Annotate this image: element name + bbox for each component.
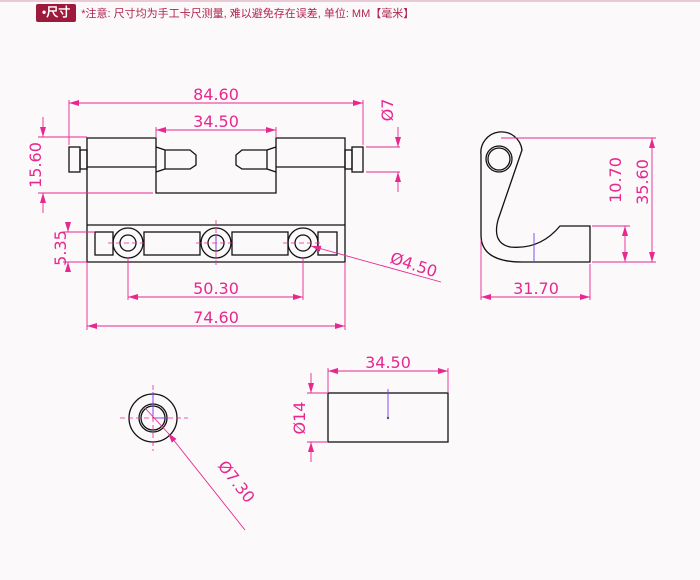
dim-label: Ø4.50 [388, 248, 440, 281]
dim-foot-height: 10.70 [592, 157, 630, 262]
side-view: 10.70 35.60 31.70 [480, 131, 656, 300]
dim-label: 10.70 [606, 157, 625, 203]
dim-hole-spacing: 50.30 [127, 258, 304, 300]
dim-plate-thickness: 5.35 [51, 222, 95, 272]
dim-height-upper: 15.60 [26, 117, 153, 213]
dim-pin-diameter: Ø7 [366, 99, 401, 192]
bushing-side-view: 34.50 Ø14 [290, 353, 449, 462]
measurement-note: *注意: 尺寸均为手工卡尺测量, 难以避免存在误差, 单位: MM【毫米】 [81, 8, 415, 20]
hinge-body [68, 137, 364, 266]
dim-label: 74.60 [193, 308, 239, 327]
dim-label: 35.60 [633, 159, 652, 205]
dim-plate-width: 74.60 [86, 262, 346, 330]
dim-overall-width: 84.60 [68, 85, 364, 145]
dim-depth: 31.70 [480, 240, 591, 300]
dim-label: 15.60 [26, 142, 45, 188]
front-view: 84.60 34.50 15.60 5.35 Ø7 [26, 85, 442, 330]
dim-label: Ø14 [290, 402, 309, 435]
dim-label: 34.50 [365, 353, 411, 372]
dim-knuckle-gap: 34.50 [155, 112, 277, 138]
dim-label: Ø7 [378, 99, 397, 122]
dim-label: 34.50 [193, 112, 239, 131]
dim-bushing-length: 34.50 [327, 353, 449, 392]
top-divider [0, 0, 700, 2]
dim-label: 31.70 [513, 279, 559, 298]
dim-bushing-diameter: Ø14 [290, 373, 328, 462]
bushing-end-view: Ø7.30 [120, 385, 259, 531]
dim-label: 84.60 [193, 85, 239, 104]
dim-total-height: 35.60 [501, 137, 656, 263]
header: •尺寸 *注意: 尺寸均为手工卡尺测量, 难以避免存在误差, 单位: MM【毫米… [36, 4, 414, 22]
dim-hole-diameter: Ø4.50 [310, 245, 442, 283]
dim-label: 50.30 [193, 279, 239, 298]
dim-label: 5.35 [51, 230, 70, 266]
section-badge: •尺寸 [36, 4, 77, 22]
